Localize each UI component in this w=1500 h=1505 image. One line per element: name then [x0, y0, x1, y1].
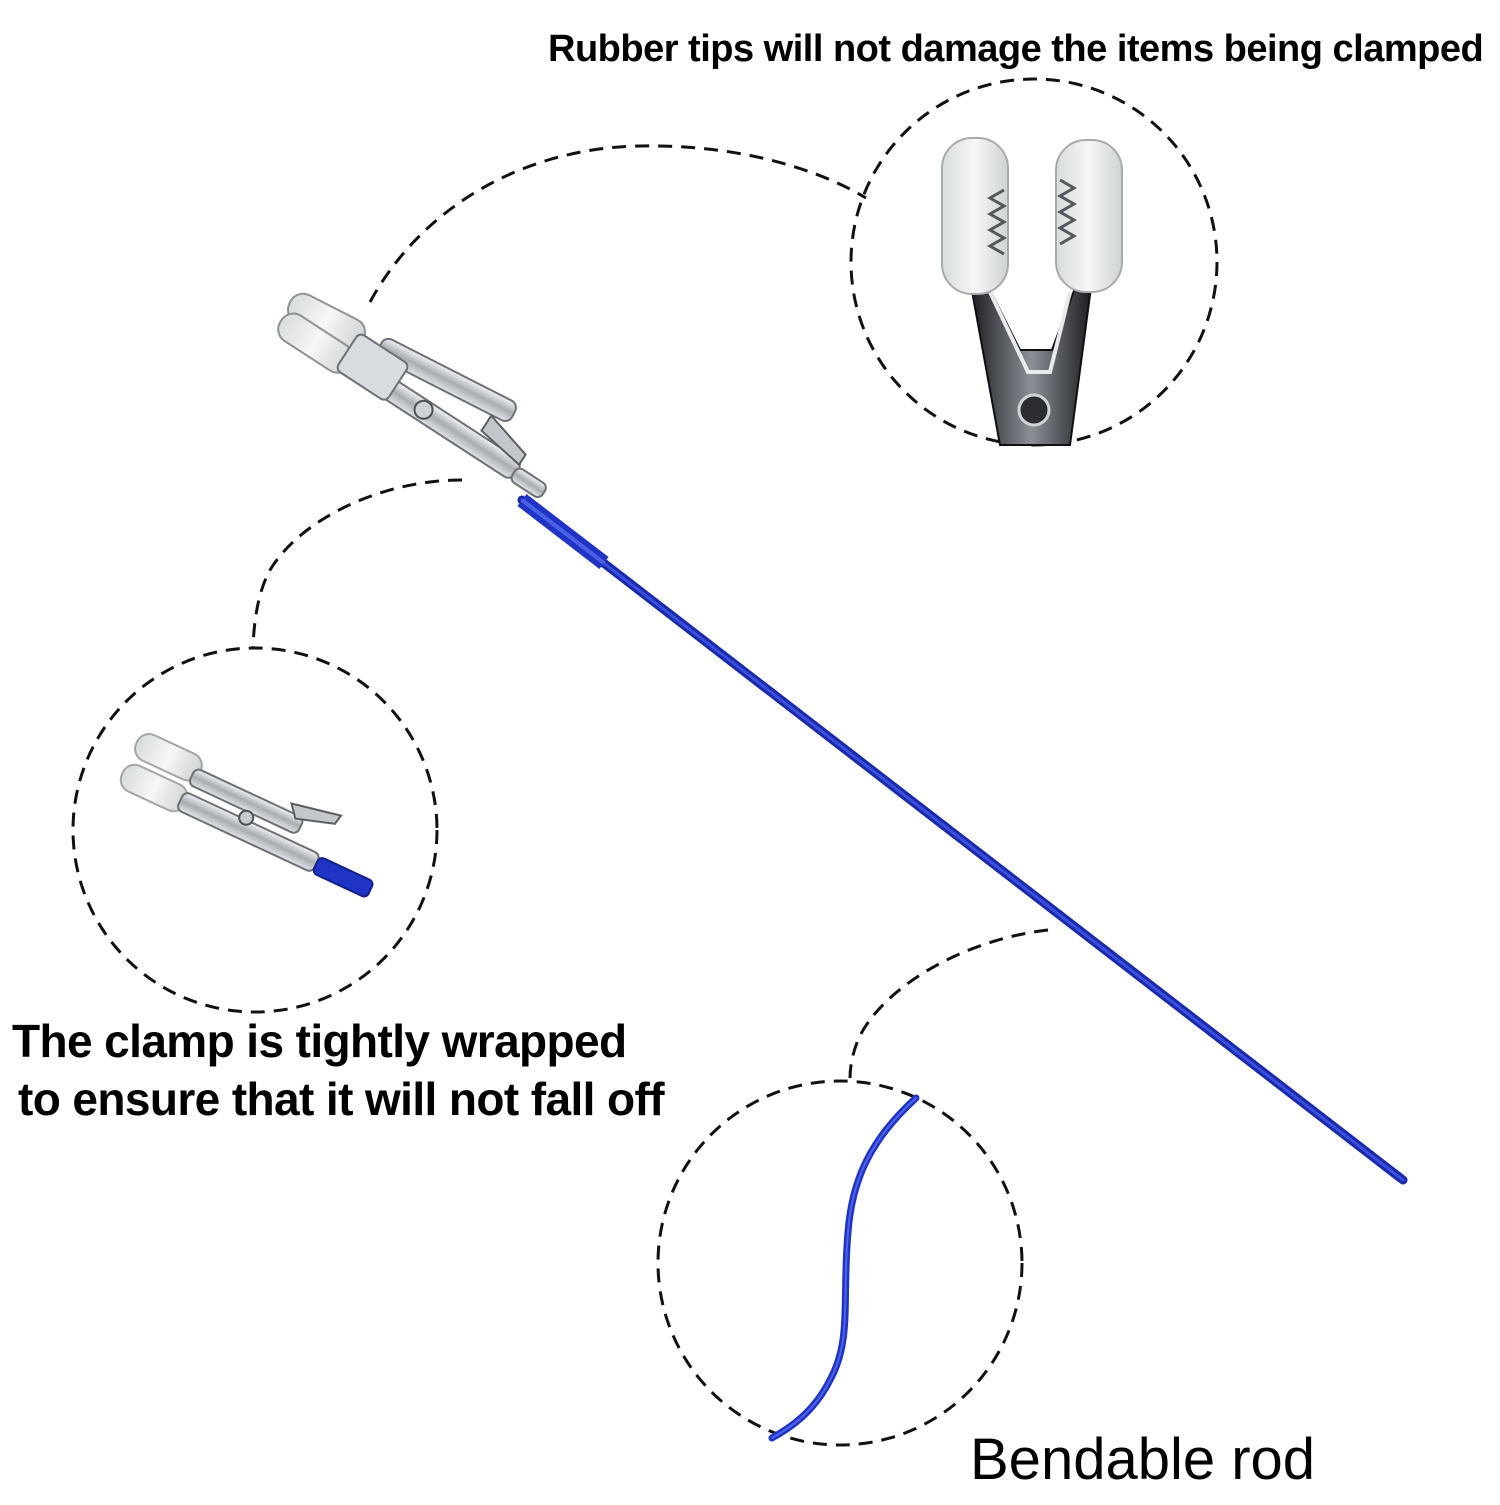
wrapped-clamp-closeup	[119, 733, 374, 898]
bent-rod-closeup	[768, 1094, 920, 1442]
detail-circle-wrapped-clamp	[71, 646, 439, 1014]
connector-left-dashed	[251, 478, 463, 649]
caption-clamp-wrapped-line1: The clamp is tightly wrapped	[12, 1015, 627, 1067]
caption-rubber-tips: Rubber tips will not damage the items be…	[548, 28, 1484, 70]
alligator-clip-main	[277, 292, 547, 499]
caption-clamp-wrapped: The clamp is tightly wrapped to ensure t…	[12, 1012, 665, 1128]
connector-top-dashed	[368, 144, 867, 303]
caption-bendable-rod: Bendable rod	[970, 1427, 1316, 1492]
rubber-tips-closeup	[941, 137, 1123, 446]
bent-rod-highlight	[771, 1097, 917, 1439]
bendable-rod-main	[517, 494, 1408, 1185]
connector-bottom-dashed	[848, 928, 1049, 1079]
detail-circle-bendable-rod	[656, 1079, 1024, 1447]
caption-clamp-wrapped-line2: to ensure that it will not fall off	[18, 1073, 665, 1125]
